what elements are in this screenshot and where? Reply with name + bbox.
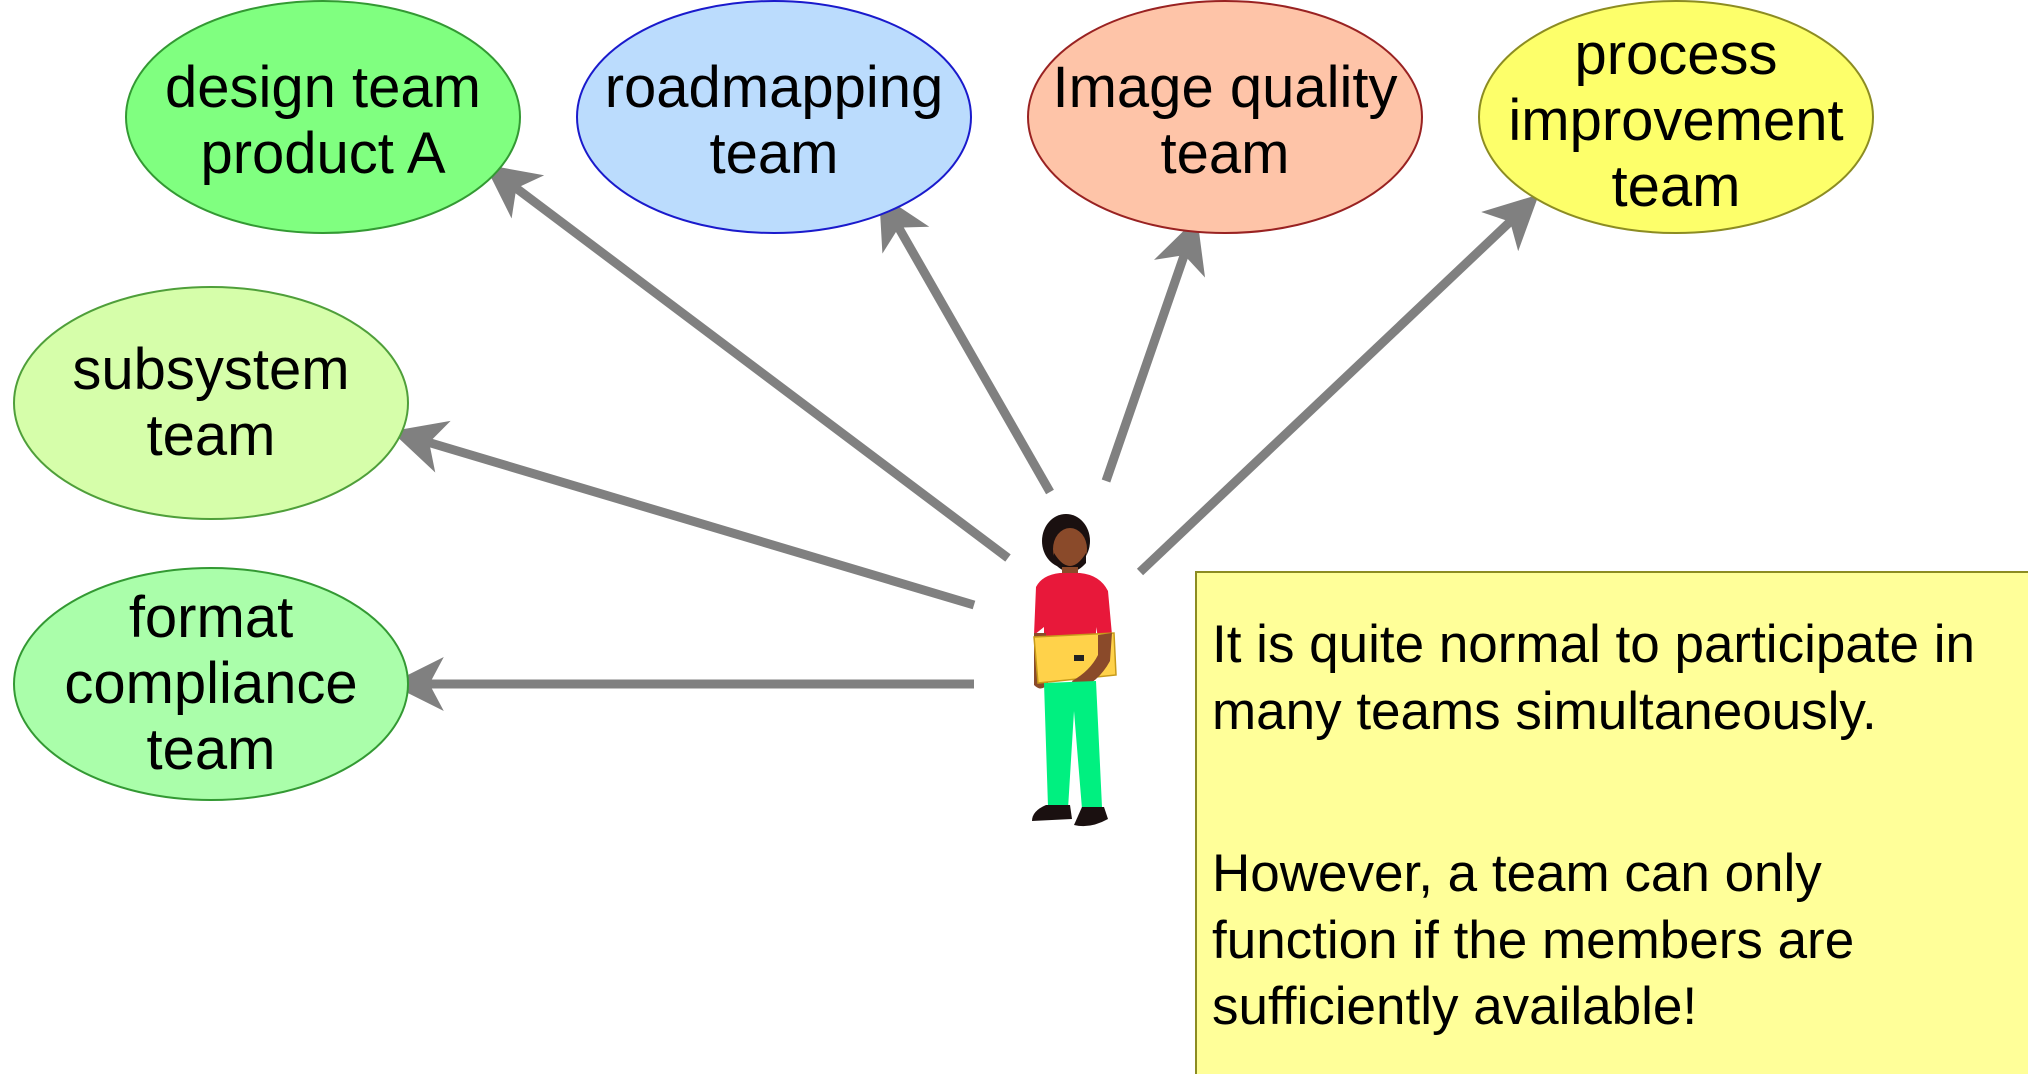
team-process-improvement-label-line: process [1574, 22, 1777, 87]
team-roadmapping-label-line: roadmapping [605, 55, 944, 120]
team-subsystem-ellipse [13, 286, 409, 520]
team-process-improvement-label-line: improvement [1508, 88, 1843, 153]
arrow-to-design [484, 164, 1011, 562]
team-design-label-line: product A [200, 121, 445, 186]
arrow-to-roadmapping [879, 193, 1054, 495]
note-box: It is quite normal to participate in man… [1195, 571, 2028, 1074]
team-design-label-line: design team [165, 55, 481, 120]
team-roadmapping-label-line: team [710, 121, 839, 186]
team-subsystem-label-line: team [147, 403, 276, 468]
team-format-compliance-label-line: format [129, 585, 293, 650]
note-line-3: However, a team can only [1212, 844, 1822, 903]
team-image-quality-label-line: team [1161, 121, 1290, 186]
team-format-compliance-label-line: compliance [64, 651, 357, 716]
arrow-to-subsystem [391, 420, 976, 610]
team-roadmapping-ellipse [576, 0, 972, 234]
team-process-improvement-label-line: team [1612, 154, 1741, 219]
team-format-compliance-ellipse [13, 567, 409, 801]
note-line-4: function if the members are [1212, 911, 1854, 970]
team-format-compliance-label-line: team [147, 717, 276, 782]
team-image-quality-label-line: Image quality [1053, 55, 1398, 120]
note-line-5: sufficiently available! [1212, 977, 1697, 1036]
team-design-ellipse [125, 0, 521, 234]
arrow-to-process-improvement [1136, 194, 1539, 576]
arrow-group [389, 164, 1539, 711]
note-line-1: It is quite normal to participate in [1212, 615, 1975, 674]
team-process-improvement-ellipse [1478, 0, 1874, 234]
person-icon [1032, 514, 1117, 827]
team-subsystem-label-line: subsystem [72, 337, 349, 402]
note-line-2: many teams simultaneously. [1212, 682, 1877, 741]
team-image-quality-ellipse [1027, 0, 1423, 234]
arrow-to-image-quality [1101, 217, 1206, 483]
